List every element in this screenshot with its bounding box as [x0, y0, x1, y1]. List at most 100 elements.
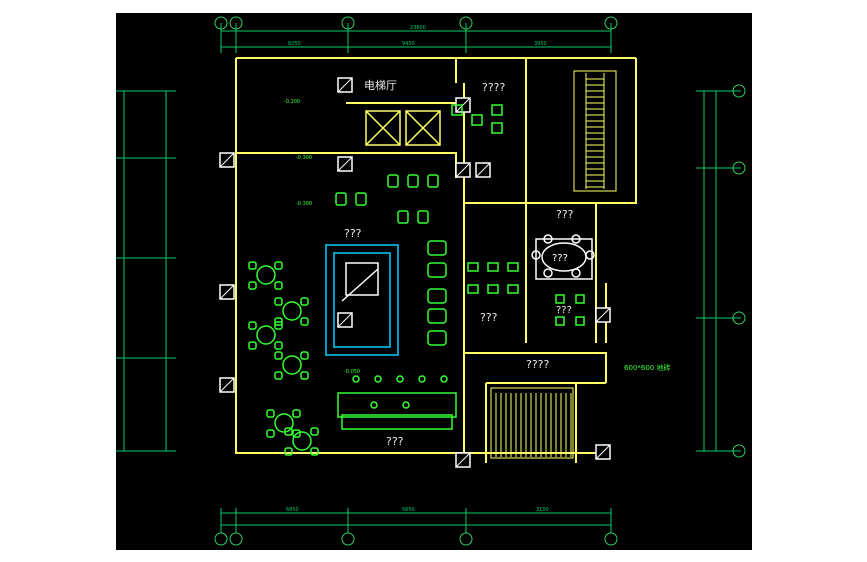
bar-stool [402, 401, 410, 409]
column-mark [219, 284, 235, 300]
chair [266, 409, 275, 418]
chair [300, 371, 309, 380]
chair [274, 297, 283, 306]
label-room-right-2: ??? [556, 305, 572, 316]
level-mark-2: -0.300 [296, 155, 313, 161]
chair [274, 371, 283, 380]
sofa [427, 308, 447, 324]
bar-stool [370, 401, 378, 409]
label-room-center-left: ??? [344, 227, 362, 240]
label-room-corridor: ???? [526, 358, 550, 371]
column-mark [219, 377, 235, 393]
armchair [397, 210, 409, 224]
desk [507, 262, 519, 272]
office-chair [575, 294, 585, 304]
bar-stool [352, 375, 360, 383]
column-mark [219, 152, 235, 168]
stairs [490, 70, 617, 459]
chair [292, 409, 301, 418]
chair [284, 427, 293, 436]
desk [507, 284, 519, 294]
sofa [427, 330, 447, 346]
bar-stool [396, 375, 404, 383]
dim-top-total: 23600 [410, 25, 426, 31]
dim-bottom-1: 6850 [286, 507, 299, 513]
armchair [427, 174, 439, 188]
round-table [292, 431, 312, 451]
dim-top-2: 9450 [402, 41, 415, 47]
bar-stool [440, 375, 448, 383]
level-mark-4: -0.050 [344, 369, 361, 375]
chair [266, 429, 275, 438]
label-elevator-hall: 电梯厅 [364, 79, 397, 92]
cad-drawing-canvas: 电梯厅 ???? ??? ??? ??? ???? ??? ??? ??? 60… [116, 13, 752, 550]
central-feature [325, 244, 399, 356]
round-table [282, 301, 302, 321]
label-floor-note: 600*600 地砖 [624, 364, 671, 372]
desk [467, 284, 479, 294]
dim-bottom-3: 3100 [536, 507, 549, 513]
armchair [417, 210, 429, 224]
chair [248, 281, 257, 290]
round-table [282, 355, 302, 375]
chair [248, 321, 257, 330]
chair [274, 351, 283, 360]
column-mark [595, 307, 611, 323]
floor-plan [116, 16, 746, 546]
column-mark [595, 444, 611, 460]
desk [487, 262, 499, 272]
chair [274, 341, 283, 350]
walls [235, 57, 637, 463]
chair [274, 261, 283, 270]
office-chair [555, 294, 565, 304]
chair [274, 321, 283, 330]
column-mark [455, 162, 471, 178]
lounge-chair [491, 122, 503, 134]
bar-counter [337, 392, 457, 430]
furniture [248, 104, 595, 456]
armchair [335, 192, 347, 206]
lounge-chair [471, 114, 483, 126]
chair [248, 261, 257, 270]
office-chair [555, 316, 565, 326]
sofa [427, 262, 447, 278]
label-room-mid-right: ??? [556, 208, 574, 221]
chair [300, 297, 309, 306]
chair [274, 317, 283, 326]
axis-bubbles [214, 16, 746, 546]
column-mark [337, 312, 353, 328]
lounge-chair [451, 104, 463, 116]
chair [248, 341, 257, 350]
chair [310, 427, 319, 436]
bar-stool [374, 375, 382, 383]
column-mark [475, 162, 491, 178]
bar-stool [418, 375, 426, 383]
level-mark-3: -0.300 [296, 201, 313, 207]
dining-chair [585, 250, 595, 260]
round-table [274, 413, 294, 433]
label-room-top: ???? [482, 81, 506, 94]
armchair [407, 174, 419, 188]
label-room-bottom: ??? [386, 435, 404, 448]
dimension-lines [116, 23, 741, 533]
chair [300, 351, 309, 360]
desk [467, 262, 479, 272]
chair [300, 317, 309, 326]
chair [284, 447, 293, 456]
column-mark [337, 77, 353, 93]
chair [292, 429, 301, 438]
desk [487, 284, 499, 294]
columns [219, 77, 611, 468]
chair [310, 447, 319, 456]
label-room-center: ??? [480, 311, 498, 324]
round-table [256, 325, 276, 345]
sofa [427, 288, 447, 304]
dim-bottom-2: 5650 [402, 507, 415, 513]
dim-top-3: 3950 [534, 41, 547, 47]
armchair [355, 192, 367, 206]
column-mark [337, 156, 353, 172]
level-mark-1: -0.200 [284, 99, 301, 105]
label-room-right-1: ??? [552, 253, 568, 264]
dining-chair [543, 268, 553, 278]
lounge-chair [491, 104, 503, 116]
